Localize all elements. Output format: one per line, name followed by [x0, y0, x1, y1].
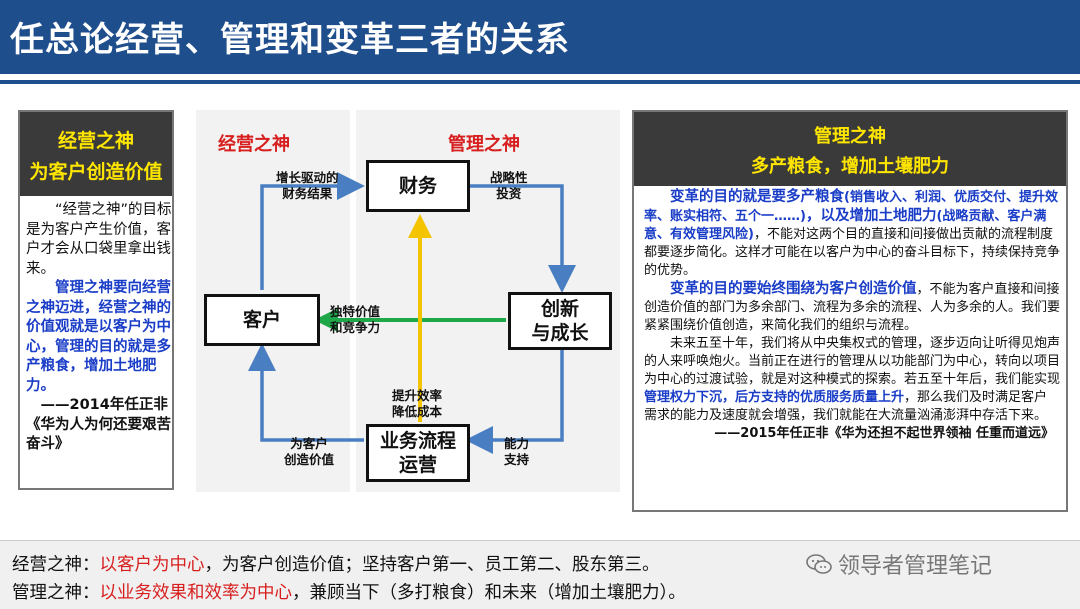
node-innovation-growth: 创新 与成长 [508, 292, 612, 350]
diagram-arrows [248, 172, 576, 454]
edge-label-strategic-investment: 战略性 投资 [490, 170, 528, 201]
left-para-1: “经营之神”的目标是为客户产生价值，客户才会从口袋里拿出钱来。 [26, 202, 172, 277]
right-heading-line1: 管理之神 [814, 126, 886, 147]
node-customer: 客户 [204, 294, 320, 346]
zone-label-management: 管理之神 [448, 134, 520, 155]
relationship-diagram: 经营之神 管理之神 财务 客户 创新 与 [196, 110, 620, 492]
watermark: 领导者管理笔记 [806, 548, 992, 580]
node-business-operations: 业务流程 运营 [366, 424, 470, 482]
right-source: ——2015年任正非《华为还担不起世界领袖 任重而道远》 [714, 426, 1054, 441]
left-panel-body: “经营之神”的目标是为客户产生价值，客户才会从口袋里拿出钱来。 管理之神要向经营… [26, 201, 172, 455]
edge-label-create-value: 为客户 创造价值 [284, 436, 335, 467]
right-para-2: 变革的目的要始终围绕为客户创造价值，不能为客户直接和间接创造价值的部门为多余部门… [644, 281, 1061, 333]
right-para-3: 未来五至十年，我们将从中央集权式的管理，逐步迈向让听得见炮声的人来呼唤炮火。当前… [644, 336, 1061, 423]
right-heading-line2: 多产粮食，增加土壤肥力 [751, 156, 949, 177]
arrow-finance-to-innovation [464, 184, 576, 293]
left-heading-line2: 为客户创造价值 [29, 161, 163, 183]
arrow-innovation-to-operations [465, 350, 564, 454]
node-finance: 财务 [366, 160, 470, 212]
arrow-customer-to-finance [260, 172, 365, 290]
edge-label-efficiency: 提升效率 降低成本 [392, 388, 443, 419]
right-panel-body: 变革的目的就是要多产粮食(销售收入、利润、优质交付、提升效率、账实相符、五个一…… [644, 188, 1060, 443]
left-heading-line1: 经营之神 [57, 130, 134, 152]
edge-label-capability: 能力 支持 [504, 436, 530, 467]
node-innovation-line2: 与成长 [531, 322, 589, 344]
right-panel [632, 110, 1068, 512]
right-para-1: 变革的目的就是要多产粮食(销售收入、利润、优质交付、提升效率、账实相符、五个一…… [644, 189, 1061, 278]
node-operations-line1: 业务流程 [379, 430, 456, 452]
summary-management: 管理之神：以业务效果和效率为中心，兼顾当下（多打粮食）和未来（增加土壤肥力）。 [12, 583, 686, 603]
right-panel-heading: 管理之神 多产粮食，增加土壤肥力 [634, 112, 1066, 186]
summary-business: 经营之神：以客户为中心，为客户创造价值；坚持客户第一、员工第二、股东第三。 [12, 555, 660, 575]
left-panel-heading: 经营之神 为客户创造价值 [20, 112, 172, 196]
node-finance-label: 财务 [398, 175, 437, 197]
left-para-2: 管理之神要向经营之神迈进，经营之神的价值观就是以客户为中心，管理的目的就是多产粮… [26, 280, 171, 394]
node-operations-line2: 运营 [398, 454, 437, 476]
arrow-operations-to-customer [248, 343, 364, 442]
title-bar: 任总论经营、管理和变革三者的关系 [0, 0, 1080, 74]
summary-strip: 经营之神：以客户为中心，为客户创造价值；坚持客户第一、员工第二、股东第三。 管理… [0, 540, 1080, 609]
zone-label-business: 经营之神 [218, 134, 290, 155]
node-innovation-line1: 创新 [540, 298, 579, 320]
wechat-icon [806, 554, 832, 574]
node-customer-label: 客户 [242, 309, 281, 331]
title-underline [0, 80, 1080, 84]
edge-label-unique-value: 独特价值 和竞争力 [330, 304, 381, 335]
edge-label-growth-finance: 增长驱动的 财务结果 [276, 170, 339, 201]
page-title: 任总论经营、管理和变革三者的关系 [10, 20, 570, 60]
left-quote: ——2014年任正非《华为人为何还要艰苦奋斗》 [26, 397, 171, 452]
watermark-text: 领导者管理笔记 [838, 554, 993, 579]
